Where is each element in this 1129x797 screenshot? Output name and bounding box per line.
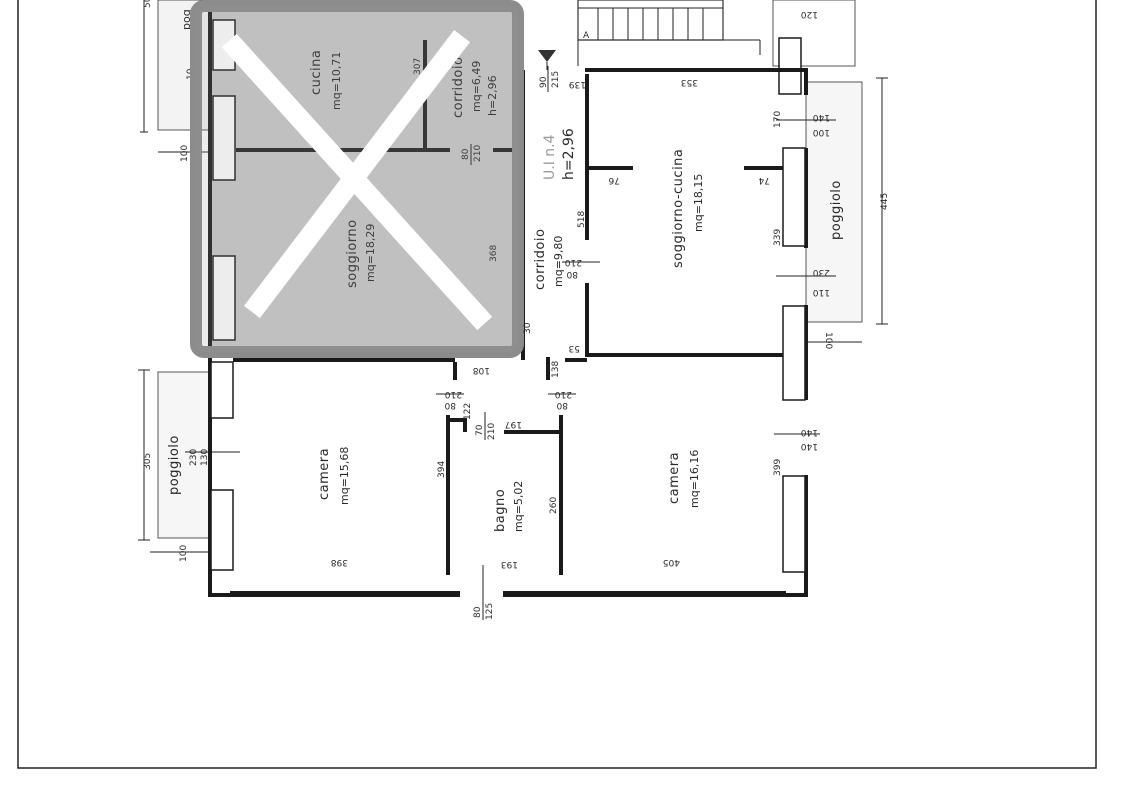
dim-139: 139: [569, 79, 586, 89]
x-mark-stroke-2: [243, 29, 471, 319]
dim-170: 170: [773, 111, 783, 128]
dim-399: 399: [773, 459, 783, 476]
dim-80-d: 80: [556, 400, 568, 410]
room-area-cucina: mq=10,71: [330, 52, 343, 110]
dim-140-b: 140: [801, 427, 818, 437]
entrance-arrow: [538, 50, 556, 62]
dim-210-e: 210: [487, 423, 497, 440]
dim-70: 70: [475, 424, 485, 436]
dim-50: 50: [143, 0, 153, 8]
dim-100-left-top: 100: [180, 145, 190, 162]
room-area-soggiorno: mq=18,29: [364, 224, 377, 282]
dim-193: 193: [501, 559, 518, 569]
dim-197: 197: [505, 419, 522, 429]
room-area-soggiorno-cucina: mq=18,15: [692, 174, 705, 232]
room-label-corridoio-top: corridoio: [451, 57, 466, 118]
dim-76: 76: [608, 175, 620, 185]
dim-53: 53: [569, 343, 580, 353]
dim-30: 30: [523, 322, 533, 334]
dim-80-e: 80: [473, 606, 483, 618]
dim-339: 339: [773, 229, 783, 246]
dim-398: 398: [331, 557, 348, 567]
room-height-corridoio-top: h=2,96: [486, 75, 499, 116]
svg-text:A: A: [583, 31, 590, 41]
dim-230-a: 230: [813, 267, 830, 277]
dim-122: 122: [463, 403, 473, 420]
room-label-soggiorno: soggiorno: [345, 219, 360, 288]
dim-108: 108: [473, 365, 490, 375]
dim-80-b: 80: [566, 269, 578, 279]
dim-405: 405: [663, 557, 680, 567]
redaction-overlay: [190, 0, 524, 358]
room-label-cucina: cucina: [309, 50, 324, 95]
room-area-camera-right: mq=16,16: [688, 450, 701, 508]
dim-305: 305: [143, 453, 153, 470]
dim-215: 215: [551, 71, 561, 88]
room-label-corridoio-mid: corridoio: [533, 229, 548, 290]
dim-100-left-bottom: 100: [179, 545, 189, 562]
dim-100-a: 100: [813, 127, 830, 137]
dim-230-left: 230: [189, 449, 199, 466]
room-area-bagno: mq=5,02: [512, 481, 525, 532]
balcony-left-label: poggiolo: [167, 435, 182, 495]
dim-110: 110: [813, 287, 830, 297]
dim-353: 353: [681, 77, 698, 87]
dim-80-a: 80: [461, 148, 471, 160]
balcony-right-label: poggiolo: [829, 180, 844, 240]
dim-130: 130: [200, 449, 210, 466]
dim-138: 138: [551, 361, 561, 378]
room-label-bagno: bagno: [493, 489, 508, 532]
dim-140-a: 140: [813, 112, 830, 122]
dim-260: 260: [549, 497, 559, 514]
dim-90: 90: [539, 76, 549, 88]
room-label-soggiorno-cucina: soggiorno-cucina: [671, 149, 686, 268]
unit-label: U.I n.4: [542, 134, 558, 180]
dim-80-c: 80: [444, 400, 456, 410]
room-area-camera-left: mq=15,68: [338, 447, 351, 505]
room-label-camera-left: camera: [317, 448, 332, 500]
dim-140-c: 140: [801, 441, 818, 451]
window-left-1: [210, 361, 234, 419]
window-right-3: [782, 475, 806, 573]
balcony-top-label: pog: [180, 9, 193, 30]
window-right-1: [782, 147, 806, 247]
dim-125: 125: [485, 603, 495, 620]
room-area-corridoio-mid: mq=9,80: [552, 236, 565, 287]
sheet-border: [17, 0, 1097, 769]
staircase: A: [577, 0, 761, 66]
window-right-2: [782, 305, 806, 401]
dim-307: 307: [413, 58, 423, 75]
balcony-right: [805, 81, 863, 323]
dim-394: 394: [437, 461, 447, 478]
dim-100-right-lower: 100: [823, 332, 833, 349]
room-area-corridoio-top: mq=6,49: [470, 61, 483, 112]
dim-74: 74: [758, 175, 770, 185]
window-left-2: [210, 489, 234, 571]
dim-518: 518: [577, 211, 587, 228]
unit-height: h=2,96: [561, 128, 577, 180]
balcony-left: [157, 371, 211, 539]
dim-120: 120: [801, 9, 818, 19]
dim-368: 368: [489, 245, 499, 262]
dim-445: 445: [880, 193, 890, 210]
room-label-camera-right: camera: [667, 452, 682, 504]
dim-210-a: 210: [473, 145, 483, 162]
